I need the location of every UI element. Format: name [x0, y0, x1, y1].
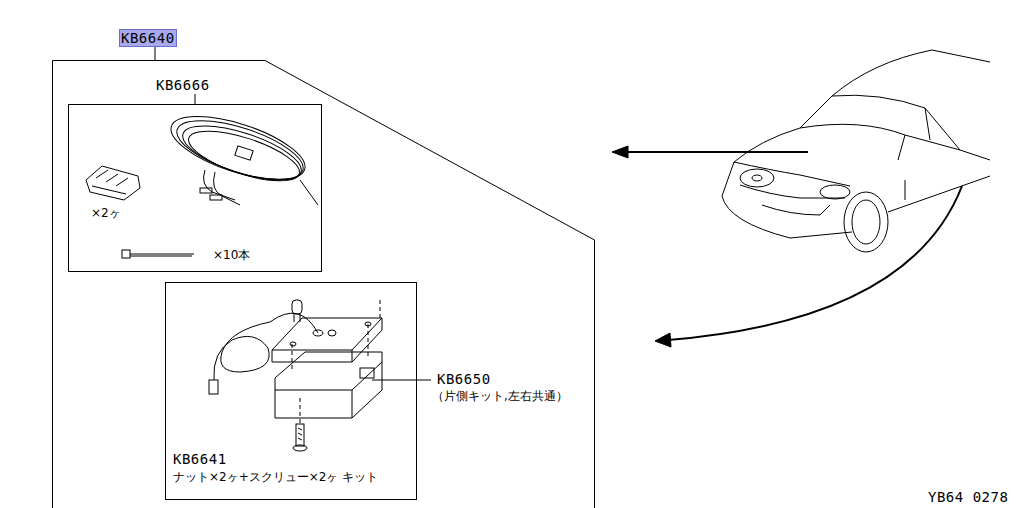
part-number: KB6641: [173, 451, 227, 467]
lamp-assembly: [209, 300, 382, 451]
kit-frame: KB6640KB6666×2ヶ×10本KB6641ナット×2ヶ+スクリュー×2ヶ…: [52, 60, 595, 508]
leader-line: [195, 94, 196, 104]
part-number: KB6666: [156, 77, 210, 93]
cable-tie: [122, 250, 194, 258]
harness-clip: [86, 166, 140, 200]
frame-outline: [52, 60, 595, 508]
wire-harness: [164, 104, 318, 205]
kit-description: ナット×2ヶ+スクリュー×2ヶ キット: [173, 471, 378, 485]
lamp-kit-box: KB6641 ナット×2ヶ+スクリュー×2ヶ キット: [165, 282, 417, 500]
harness-box: KB6666×2ヶ×10本: [68, 104, 322, 272]
quantity-label: ×2ヶ: [91, 207, 121, 221]
leader-line: [372, 380, 431, 381]
part-number: KB6640: [120, 30, 176, 46]
quantity-label: ×10本: [213, 249, 250, 263]
pointer-arrow: [612, 146, 962, 347]
kit-note: （片側キット,左右共通）: [432, 390, 568, 404]
part-number: KB6650: [437, 371, 491, 387]
drawing-number: YB64 0278: [928, 489, 1008, 505]
leader-line: [155, 44, 156, 60]
